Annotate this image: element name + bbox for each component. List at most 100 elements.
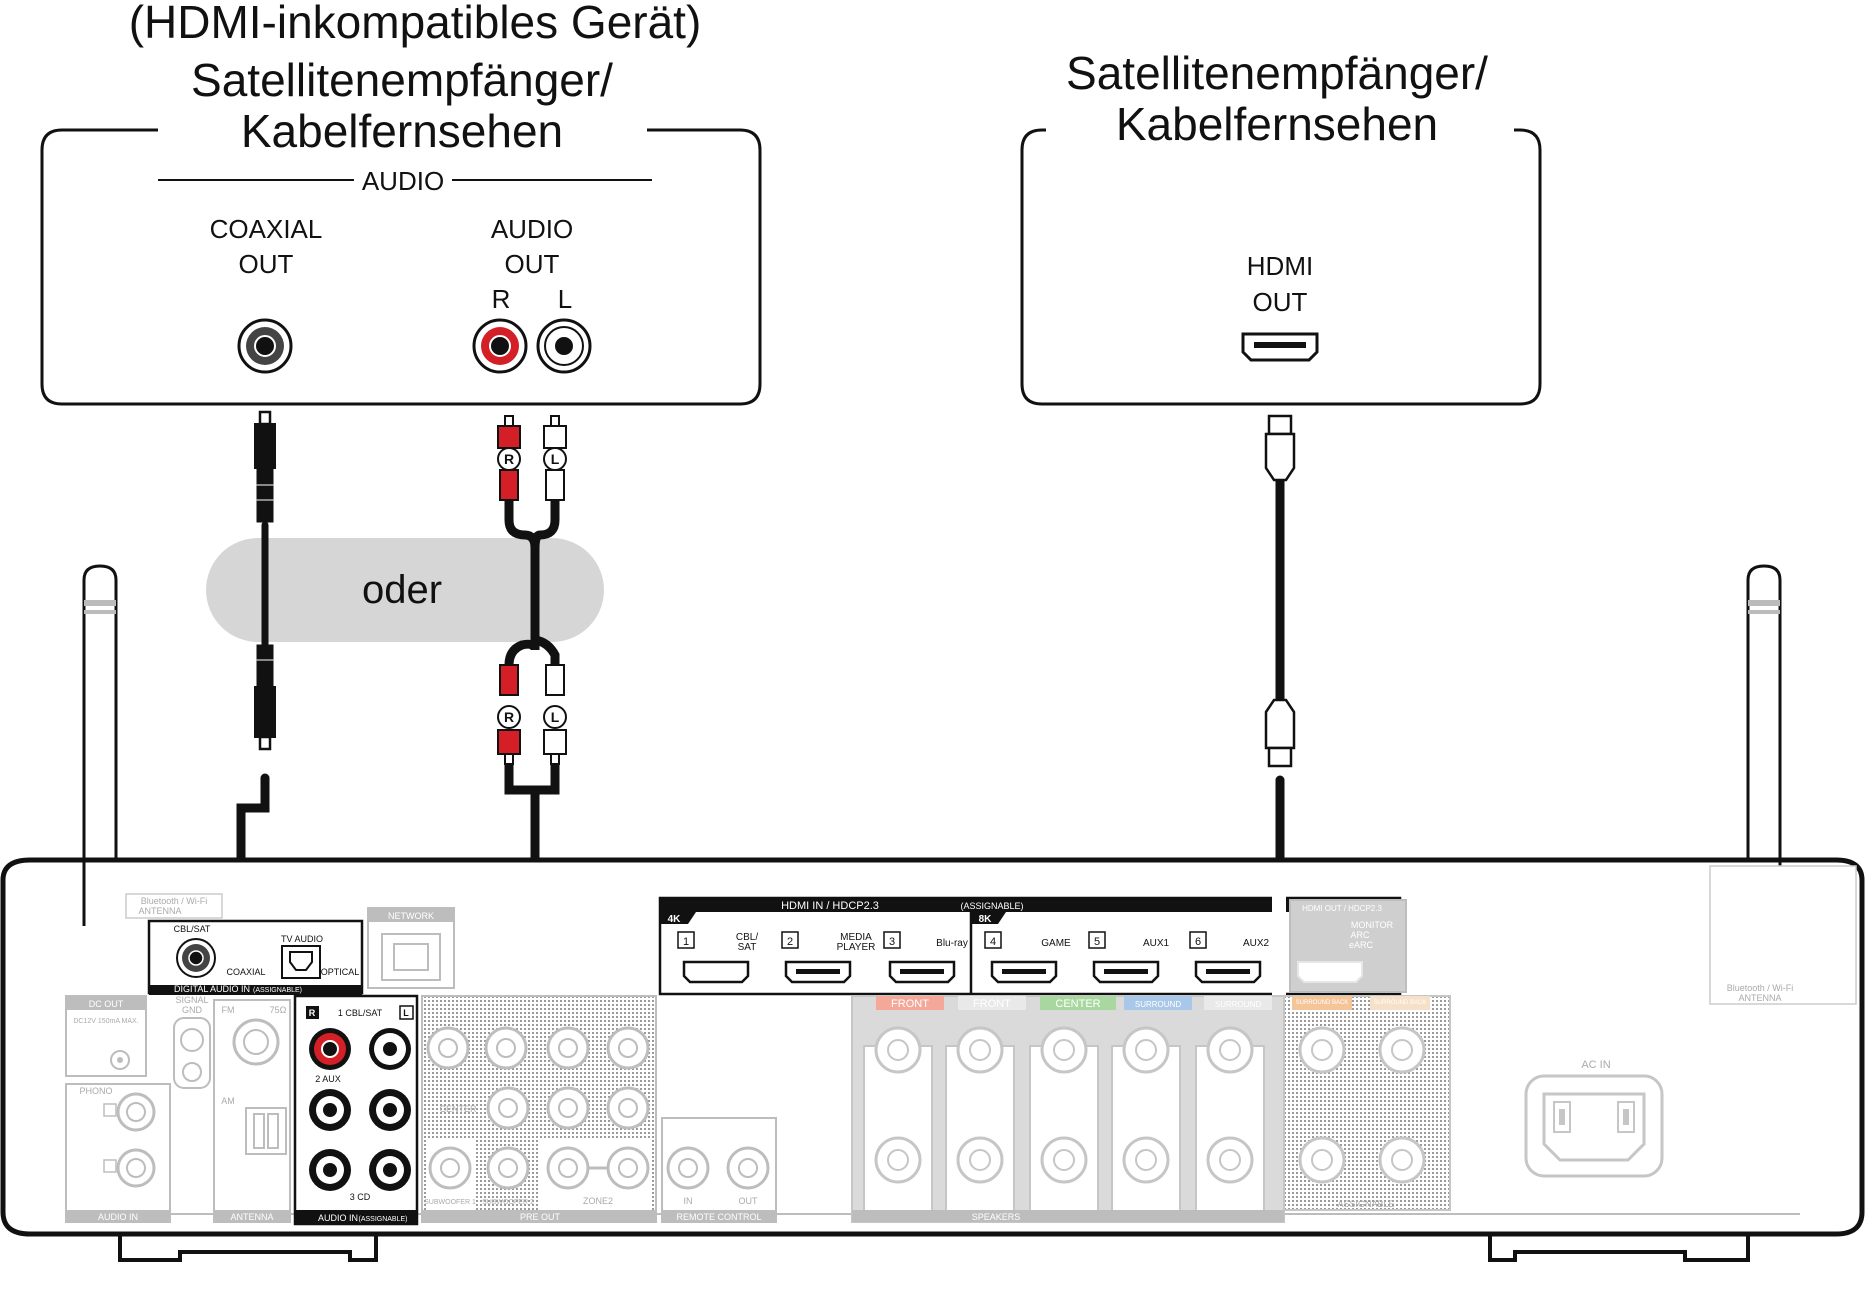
speaker-front-r-label: FRONT xyxy=(891,998,929,1010)
hdmi-in-5-label: AUX1 xyxy=(1143,938,1170,949)
digital-tv-audio-label: TV AUDIO xyxy=(281,934,323,944)
remote-in-label: IN xyxy=(684,1196,693,1206)
right-source-device: Satellitenempfänger/ Kabelfernsehen HDMI… xyxy=(1020,47,1542,406)
zone2-label: ZONE2 xyxy=(583,1196,613,1206)
plug-l-letter: L xyxy=(551,451,560,467)
hdmi-in-1-port xyxy=(682,960,750,984)
hdmi-in-1-label-line2: SAT xyxy=(738,942,757,953)
badge-8k: 8K xyxy=(979,914,993,925)
ohm-label: 75Ω xyxy=(270,1005,287,1015)
hdmi-in-3-num: 3 xyxy=(889,936,895,948)
speaker-surround-r-label: SURROUND xyxy=(1135,1000,1181,1009)
digital-audio-in-assignable: (ASSIGNABLE) xyxy=(253,987,302,994)
speaker-terminals: FRONT FRONT CENTER SURROUND SURROUND xyxy=(851,995,1285,1223)
plug-l-letter-bottom: L xyxy=(551,709,560,725)
hdmi-in-1-label-line1: CBL/ xyxy=(736,932,758,943)
digital-optical-label: OPTICAL xyxy=(321,967,360,977)
hdmi-in-assignable: (ASSIGNABLE) xyxy=(960,901,1023,911)
audio-out-l-label: L xyxy=(558,284,572,314)
dc-out-label: DC OUT xyxy=(89,999,124,1009)
ac-in: AC IN xyxy=(1524,1059,1664,1178)
coaxial-out-label-line2: OUT xyxy=(239,249,294,279)
hdmi-in-2-num: 2 xyxy=(787,936,793,948)
hdmi-in-2-label-line2: PLAYER xyxy=(837,942,876,953)
speaker-surround-l-label: SURROUND xyxy=(1215,1000,1261,1009)
pre-out-label: PRE OUT xyxy=(520,1212,561,1222)
analog-in-input3-label: 3 CD xyxy=(350,1192,371,1202)
audio-out-r-jack-icon xyxy=(472,318,528,374)
hdmi-in-1-num: 1 xyxy=(683,936,689,948)
signal-gnd: SIGNAL GND xyxy=(173,995,211,1089)
badge-4k: 4K xyxy=(668,914,682,925)
pre-out-panel: CENTER SUBWOOFER 1 SUBWOOFER 2 ZONE2 PRE… xyxy=(421,995,657,1223)
analog-in-r-label: R xyxy=(309,1008,316,1018)
hdmi-out-panel: HDMI OUT / HDCP2.3 MONITOR ARC eARC xyxy=(1289,899,1407,993)
phono-in: PHONO AUDIO IN xyxy=(65,1083,171,1223)
left-device-outline xyxy=(40,128,762,406)
hdmi-out-port-slot xyxy=(1254,342,1306,348)
av-receiver: Bluetooth / Wi-Fi ANTENNA Bluetooth / Wi… xyxy=(0,564,1865,1262)
right-device-title-line1: Satellitenempfänger/ xyxy=(1066,47,1488,99)
antenna-label-left-line2: ANTENNA xyxy=(138,906,181,916)
rca-plug-r-top: R xyxy=(497,415,521,501)
hdmi-out-label-line2: OUT xyxy=(1253,287,1308,317)
hdmi-out-arc-label: ARC xyxy=(1350,930,1370,940)
assignable-speaker-block: SURROUND BACK SURROUND BACK ASSIGNABLE xyxy=(1283,995,1451,1211)
antenna-label-right-line1: Bluetooth / Wi-Fi xyxy=(1727,983,1794,993)
or-pill xyxy=(206,538,604,642)
hdmi-incompatible-note: (HDMI-inkompatibles Gerät) xyxy=(129,0,702,48)
antenna-label-right-line2: ANTENNA xyxy=(1738,993,1781,1003)
subwoofer1-label: SUBWOOFER 1 xyxy=(424,1199,476,1206)
analog-in-input2-label: 2 AUX xyxy=(315,1074,341,1084)
signal-gnd-line2: GND xyxy=(182,1005,203,1015)
plug-r-letter-bottom: R xyxy=(504,709,514,725)
left-antenna xyxy=(82,564,118,926)
left-device-title-line1: Satellitenempfänger/ xyxy=(191,54,613,106)
remote-control-panel: IN OUT REMOTE CONTROL xyxy=(661,1117,777,1223)
analog-audio-in-panel: R L 1 CBL/SAT 2 AUX 3 CD AUDIO IN xyxy=(293,994,419,1226)
digital-coaxial-label: COAXIAL xyxy=(226,967,265,977)
fm-label: FM xyxy=(222,1005,235,1015)
coaxial-out-jack-icon xyxy=(237,318,293,374)
antenna-group-label: ANTENNA xyxy=(230,1212,273,1222)
pre-out-center-label: CENTER xyxy=(439,1104,477,1114)
analog-in-l-label: L xyxy=(403,1008,409,1018)
hdmi-out-earc-label: eARC xyxy=(1349,940,1374,950)
or-label: oder xyxy=(362,568,442,612)
speakers-label: SPEAKERS xyxy=(972,1212,1021,1222)
right-device-outline xyxy=(1020,128,1542,406)
rca-plug-l-top: L xyxy=(543,415,567,501)
hdmi-in-2-label-line1: MEDIA xyxy=(840,932,872,943)
speaker-center-label: CENTER xyxy=(1055,998,1100,1010)
hdmi-out-monitor-label: MONITOR xyxy=(1351,920,1394,930)
receiver-chassis xyxy=(0,857,1865,1237)
dc-out: DC OUT DC12V 150mA MAX. xyxy=(65,995,147,1077)
audio-out-label-line2: OUT xyxy=(505,249,560,279)
analog-in-input1-label: 1 CBL/SAT xyxy=(338,1008,383,1018)
network-port: NETWORK xyxy=(367,907,455,989)
hdmi-in-6-label: AUX2 xyxy=(1243,938,1270,949)
assignable-label: ASSIGNABLE xyxy=(1337,1199,1394,1209)
right-device-title-line2: Kabelfernsehen xyxy=(1116,98,1438,150)
hdmi-out-title: HDMI OUT / HDCP2.3 xyxy=(1302,904,1382,913)
hdmi-out-label-line1: HDMI xyxy=(1247,251,1313,281)
optical-port-icon xyxy=(281,945,321,979)
speaker-sback-l-label: SURROUND BACK xyxy=(1374,1000,1427,1006)
hdmi-in-3-label: Blu-ray xyxy=(936,938,968,949)
digital-audio-in-panel: CBL/SAT TV AUDIO COAXIAL OPTICAL DIGITAL… xyxy=(147,919,364,995)
hdmi-in-4-num: 4 xyxy=(990,936,996,948)
speaker-sback-r-label: SURROUND BACK xyxy=(1296,1000,1349,1006)
rca-plug-l-bottom: L xyxy=(543,664,567,765)
audio-out-l-jack-icon xyxy=(536,318,592,374)
audio-out-r-label: R xyxy=(492,284,511,314)
antenna-terminals: FM 75Ω AM ANTENNA xyxy=(213,999,291,1223)
ac-in-label: AC IN xyxy=(1581,1059,1610,1071)
right-antenna xyxy=(1746,564,1782,926)
audio-group-label: AUDIO xyxy=(362,166,444,196)
network-label: NETWORK xyxy=(388,911,434,921)
right-foot xyxy=(1488,1230,1750,1262)
hdmi-in-5-num: 5 xyxy=(1094,936,1100,948)
analog-in-title: AUDIO IN xyxy=(318,1213,358,1223)
dc-out-spec: DC12V 150mA MAX. xyxy=(73,1018,138,1025)
audio-out-label-line1: AUDIO xyxy=(491,214,573,244)
